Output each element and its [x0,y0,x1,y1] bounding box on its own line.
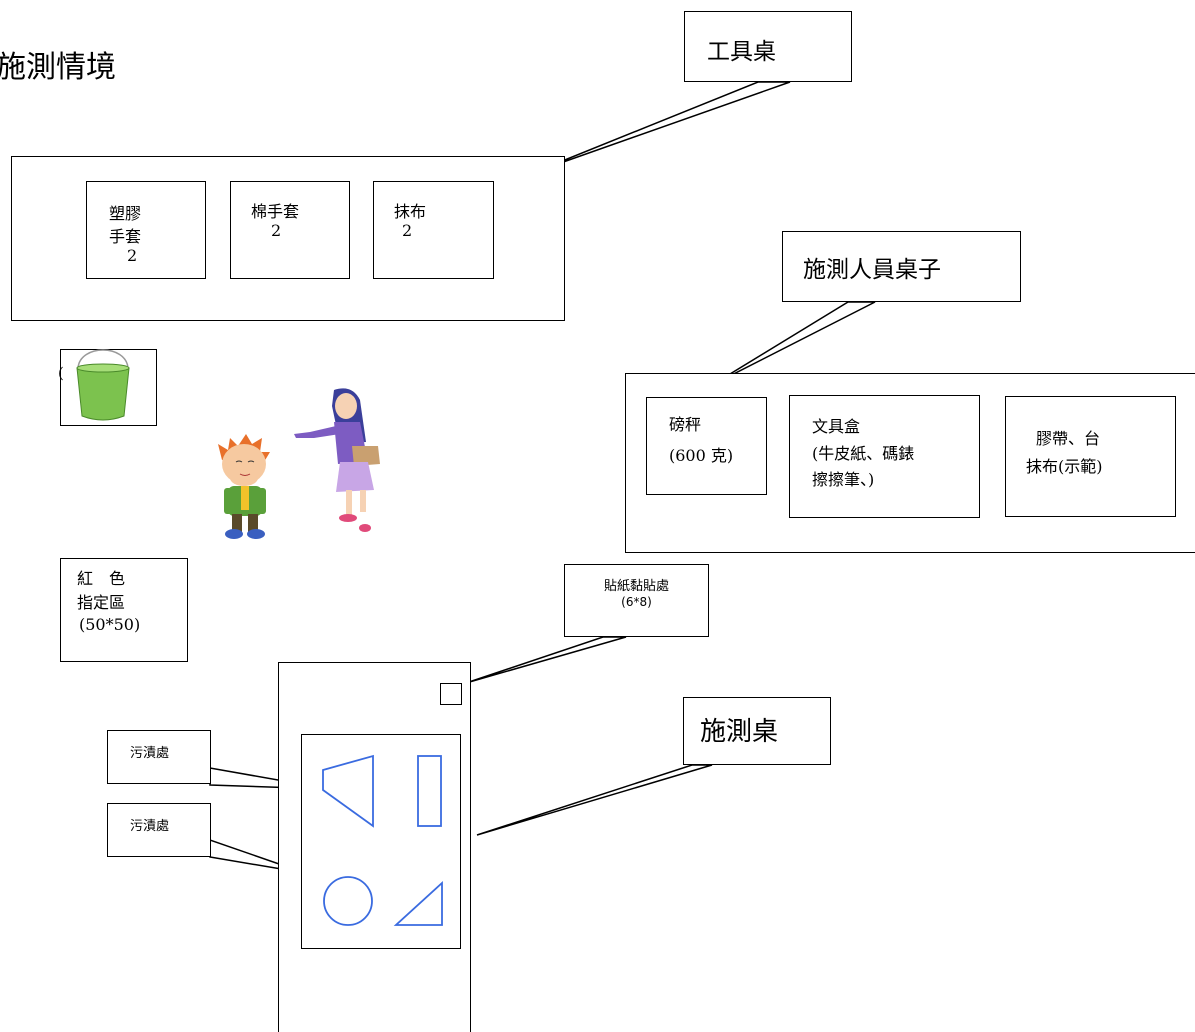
tool-item-quantity: 2 [402,221,413,240]
tester-item-label: 文具盒 [812,417,861,436]
tool-item-quantity: 2 [271,221,282,240]
red-zone-size: (50*50) [79,615,141,634]
tester-item-label: 抹布(示範) [1026,457,1103,476]
tool-item-cotton-gloves: 棉手套 2 [230,181,350,279]
rectangle-stain-icon [417,755,442,827]
tester-item-scale: 磅秤 (600 克) [646,397,767,495]
child-figure-icon [218,434,270,539]
red-zone-label: 紅 色 [77,569,126,588]
tester-item-label: 擦擦筆、) [812,470,875,489]
sticker-pointer [465,636,627,684]
tester-table-callout: 施測人員桌子 [782,231,1021,302]
triangle-stain-icon [393,880,443,926]
tool-item-quantity: 2 [127,246,138,265]
tester-item-stationery-box: 文具盒 (牛皮紙、碼錶 擦擦筆、) [789,395,980,518]
tester-item-label: 磅秤 [669,415,702,434]
bucket-icon [76,349,130,421]
tester-item-label: 膠帶、台 [1036,429,1101,448]
stain-callout-label: 污漬處 [130,746,170,761]
stain-shapes [322,754,443,926]
tester-table-callout-label: 施測人員桌子 [803,257,941,283]
tool-table-callout-label: 工具桌 [707,39,776,65]
tool-item-plastic-gloves: 塑膠 手套 2 [86,181,206,279]
tester-item-label: (600 克) [669,446,734,465]
tool-table-callout: 工具桌 [684,11,852,82]
sticker-callout: 貼紙黏貼處 (6*8) [564,564,709,637]
red-zone-label: 指定區 [77,593,126,612]
tool-item-cloth: 抹布 2 [373,181,494,279]
sticker-spot [440,683,462,705]
circle-stain-icon [323,876,373,926]
test-table-callout-label: 施測桌 [700,717,779,747]
sticker-size: (6*8) [621,595,652,609]
test-table-pointer [476,764,713,836]
red-designated-zone: 紅 色 指定區 (50*50) [60,558,188,662]
tool-item-label: 棉手套 [251,202,300,221]
stain-callout-1: 污漬處 [107,730,211,784]
tool-table-pointer [534,81,791,173]
tester-item-label: (牛皮紙、碼錶 [812,444,915,463]
stain-callout-label: 污漬處 [130,819,170,834]
trapezoid-stain-icon [322,754,374,828]
stain-callout-2: 污漬處 [107,803,211,857]
tester-item-tape-cloth: 膠帶、台 抹布(示範) [1005,396,1176,517]
tool-item-label: 手套 [109,227,142,246]
bucket-label-open: ( [58,364,64,382]
tester-figure-icon [294,388,380,532]
test-table-callout: 施測桌 [683,697,831,765]
page-heading: 施測情境 [0,50,116,85]
tool-item-label: 塑膠 [109,204,142,223]
sticker-label: 貼紙黏貼處 [603,579,669,594]
tool-item-label: 抹布 [394,202,427,221]
